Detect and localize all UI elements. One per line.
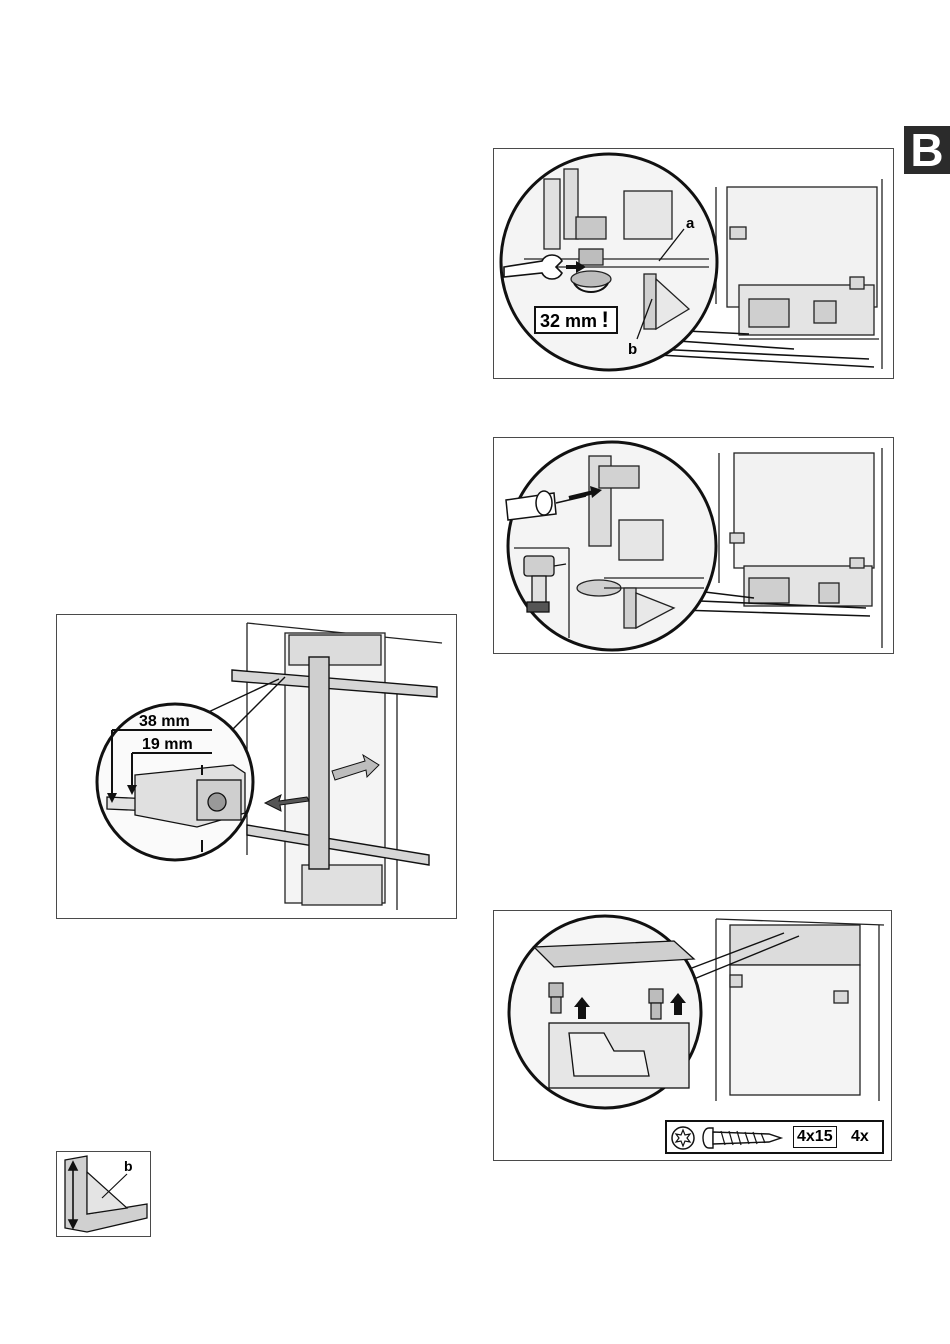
magnified-hinge-detail (506, 442, 716, 650)
dimension-value: 32 mm (540, 311, 597, 331)
section-tab-b: B (904, 126, 950, 174)
label-a: a (686, 215, 694, 232)
screw-spec-box: 4x15 4x (665, 1120, 884, 1154)
warning-mark: ! (602, 307, 609, 332)
appliance-illustration (719, 448, 882, 648)
figure-angle-bracket-drawing (57, 1152, 151, 1237)
figure-align-door-drawing (57, 615, 457, 919)
figure-adjust-feet-drawing (494, 149, 894, 379)
dimension-callout-32mm: 32 mm ! (534, 306, 618, 334)
figure-adjust-feet: a b 32 mm ! (493, 148, 894, 379)
appliance-illustration (716, 179, 882, 369)
label-b-bracket: b (124, 1158, 133, 1174)
screw-quantity: 4x (851, 1127, 869, 1147)
magnified-foot-detail (501, 154, 717, 370)
screw-size: 4x15 (793, 1126, 837, 1148)
figure-align-door: 38 mm 19 mm (56, 614, 457, 919)
torx-screw-icon (669, 1123, 799, 1153)
cabinet-illustration (247, 623, 442, 910)
figure-top-screws: 4x15 4x (493, 910, 892, 1161)
magnified-bracket-detail (509, 916, 701, 1108)
appliance-illustration (716, 919, 884, 1101)
figure-angle-bracket: b (56, 1151, 151, 1237)
dimension-38mm: 38 mm (139, 713, 190, 731)
spirit-level (309, 657, 329, 869)
figure-fasten-screws-drawing (494, 438, 894, 654)
dimension-19mm: 19 mm (142, 736, 193, 754)
label-b: b (628, 341, 637, 358)
figure-fasten-screws (493, 437, 894, 654)
